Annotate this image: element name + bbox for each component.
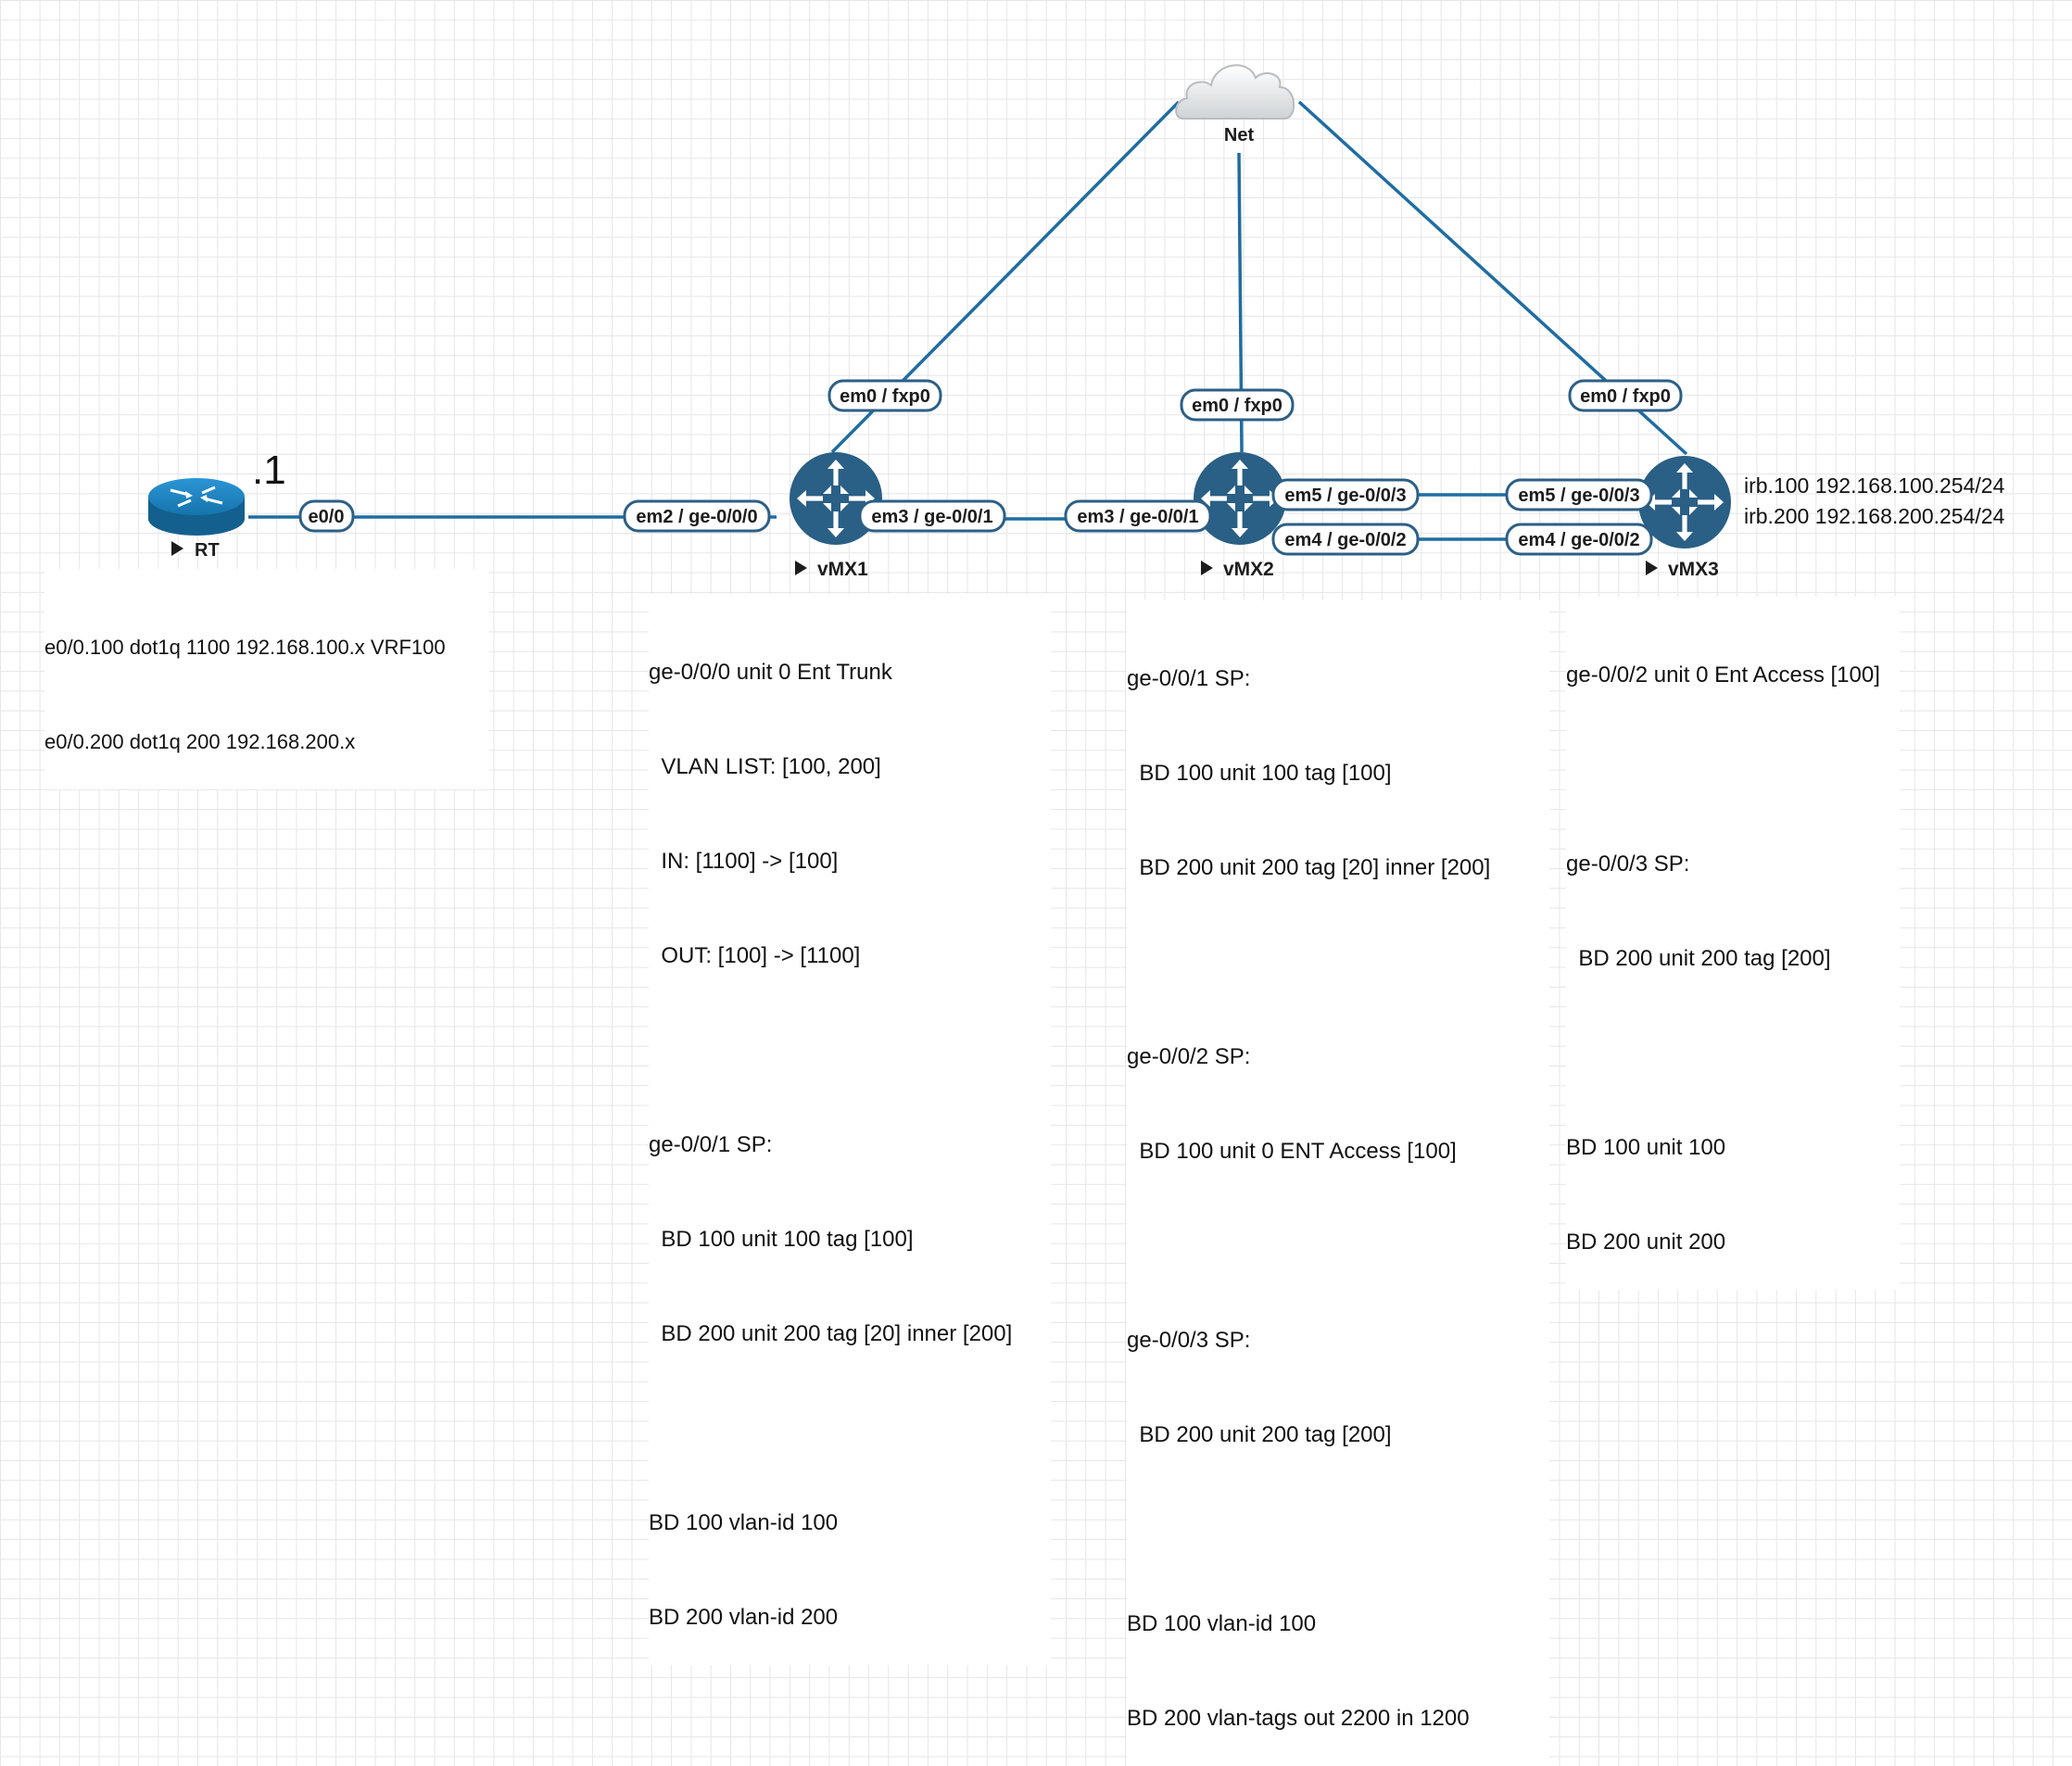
svg-text:em5 / ge-0/0/3: em5 / ge-0/0/3 [1284, 486, 1406, 506]
note-line: BD 200 vlan-id 200 [649, 1605, 839, 1630]
router-icon [148, 478, 245, 536]
note-line: BD 200 unit 200 [1566, 1230, 1726, 1255]
rt-host-suffix: .1 [252, 448, 286, 493]
note-line: BD 100 vlan-id 100 [1127, 1611, 1317, 1636]
note-line: OUT: [100] -> [1100] [649, 943, 861, 968]
note-line: BD 100 unit 0 ENT Access [100] [1127, 1139, 1457, 1164]
links [248, 100, 1688, 541]
note-line [649, 1413, 1051, 1444]
iface-vmx1-em2: em2 / ge-0/0/0 [623, 499, 771, 533]
note-line: IN: [1100] -> [100] [649, 849, 839, 874]
play-triangle-icon [1201, 561, 1213, 575]
svg-text:em5 / ge-0/0/3: em5 / ge-0/0/3 [1518, 486, 1639, 506]
play-triangle-icon [1646, 561, 1658, 575]
note-line [1127, 947, 1549, 978]
svg-text:em4 / ge-0/0/2: em4 / ge-0/0/2 [1518, 530, 1639, 550]
note-line [1127, 1514, 1549, 1545]
iface-rt-e0: e0/0 [298, 499, 355, 533]
vmx1-config-notes: ge-0/0/0 unit 0 Ent Trunk VLAN LIST: [10… [649, 594, 1051, 1665]
note-line: ge-0/0/1 SP: [649, 1132, 773, 1157]
note-line: ge-0/0/3 SP: [1566, 851, 1690, 877]
note-line: ge-0/0/2 SP: [1127, 1044, 1251, 1069]
svg-text:em0 / fxp0: em0 / fxp0 [1192, 396, 1282, 416]
iface-vmx3-em5: em5 / ge-0/0/3 [1505, 478, 1653, 511]
note-line: BD 200 unit 200 tag [200] [1566, 946, 1831, 971]
vmx2-router: vMX2 [1194, 452, 1286, 580]
vmx1-router: vMX1 [790, 452, 882, 580]
note-line: BD 100 unit 100 tag [100] [1127, 761, 1392, 786]
svg-text:em3 / ge-0/0/1: em3 / ge-0/0/1 [871, 507, 992, 527]
net-cloud: Net [1175, 64, 1295, 145]
note-line: BD 100 vlan-id 100 [649, 1510, 839, 1535]
note-line: VLAN LIST: [100, 200] [649, 754, 881, 779]
svg-text:em0 / fxp0: em0 / fxp0 [1580, 386, 1671, 407]
iface-vmx3-em4: em4 / ge-0/0/2 [1505, 523, 1653, 556]
iface-vmx3-em0: em0 / fxp0 [1568, 379, 1683, 412]
svg-text:em4 / ge-0/0/2: em4 / ge-0/0/2 [1284, 530, 1406, 550]
play-triangle-icon [171, 541, 183, 556]
net-label: Net [1224, 125, 1255, 145]
note-line: ge-0/0/1 SP: [1127, 666, 1251, 691]
vmx3-label: vMX3 [1668, 559, 1719, 580]
rt-label: RT [195, 540, 220, 561]
rt-router: .1 RT [148, 448, 286, 561]
interface-labels: e0/0 em2 / ge-0/0/0 em3 / ge-0/0/1 em0 /… [298, 379, 1683, 556]
network-diagram: Net .1 RT vMX1 vMX2 [148, 64, 2005, 580]
note-line: BD 200 vlan-tags out 2200 in 1200 [1127, 1706, 1470, 1731]
vmx3-config-notes: ge-0/0/2 unit 0 Ent Access [100] ge-0/0/… [1566, 597, 1900, 1290]
iface-vmx1-em3: em3 / ge-0/0/1 [858, 499, 1006, 533]
svg-text:em3 / ge-0/0/1: em3 / ge-0/0/1 [1077, 507, 1198, 527]
irb-100-address: irb.100 192.168.100.254/24 [1744, 473, 2005, 498]
note-line: e0/0.200 dot1q 200 192.168.200.x [44, 730, 356, 753]
svg-text:em0 / fxp0: em0 / fxp0 [840, 386, 930, 407]
note-line [1566, 1038, 1900, 1069]
note-line: BD 100 unit 100 tag [100] [649, 1227, 914, 1252]
rt-config-notes: e0/0.100 dot1q 1100 192.168.100.x VRF100… [44, 569, 489, 789]
note-line: BD 200 unit 200 tag [20] inner [200] [1127, 855, 1491, 880]
note-line: BD 100 unit 100 [1566, 1135, 1726, 1160]
iface-vmx2-em3: em3 / ge-0/0/1 [1064, 499, 1212, 533]
iface-vmx2-em5: em5 / ge-0/0/3 [1271, 478, 1420, 511]
note-line [1127, 1230, 1549, 1262]
note-line [649, 1035, 1051, 1066]
play-triangle-icon [795, 561, 807, 575]
cloud-icon [1175, 64, 1295, 120]
note-line: ge-0/0/0 unit 0 Ent Trunk [649, 660, 892, 685]
vmx2-label: vMX2 [1223, 559, 1274, 580]
iface-vmx2-em4: em4 / ge-0/0/2 [1271, 523, 1420, 556]
note-line: BD 200 unit 200 tag [200] [1127, 1422, 1392, 1447]
vmx3-router: vMX3 [1638, 456, 1731, 580]
iface-vmx2-em0: em0 / fxp0 [1180, 388, 1295, 422]
note-line [1566, 754, 1900, 786]
note-line: ge-0/0/2 unit 0 Ent Access [100] [1566, 662, 1880, 687]
vmx3-irb-addresses: irb.100 192.168.100.254/24 irb.200 192.1… [1744, 473, 2005, 528]
irb-200-address: irb.200 192.168.200.254/24 [1744, 504, 2005, 528]
vmx1-label: vMX1 [817, 559, 868, 580]
note-line: e0/0.100 dot1q 1100 192.168.100.x VRF100 [44, 636, 446, 659]
svg-text:em2 / ge-0/0/0: em2 / ge-0/0/0 [636, 507, 757, 527]
note-line: BD 200 unit 200 tag [20] inner [200] [649, 1321, 1013, 1346]
svg-text:e0/0: e0/0 [309, 507, 345, 527]
note-line: ge-0/0/3 SP: [1127, 1328, 1251, 1353]
vmx2-config-notes: ge-0/0/1 SP: BD 100 unit 100 tag [100] B… [1127, 600, 1549, 1766]
iface-vmx1-em0: em0 / fxp0 [828, 379, 942, 412]
